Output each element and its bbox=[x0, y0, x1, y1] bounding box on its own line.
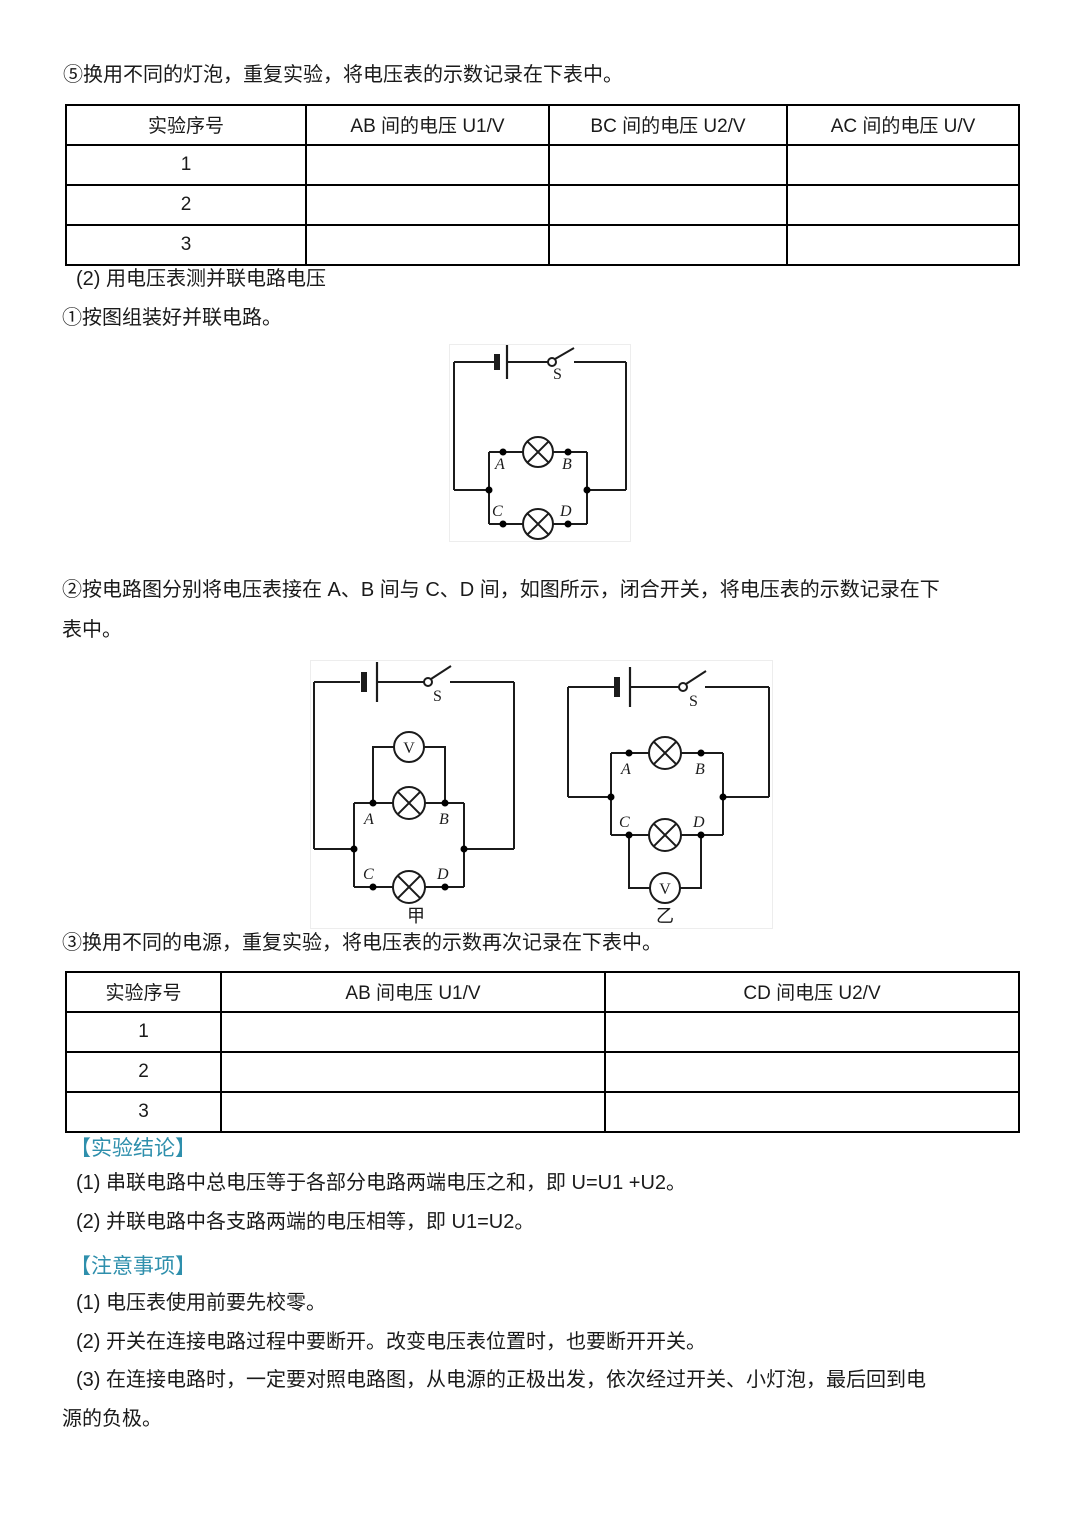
row-number-cell: 3 bbox=[65, 224, 307, 266]
para-step2-line2: 表中。 bbox=[62, 619, 122, 641]
lamp-icon bbox=[392, 870, 426, 904]
empty-data-cell bbox=[305, 144, 550, 186]
voltmeter-label: V bbox=[403, 740, 415, 757]
switch-label: S bbox=[433, 688, 442, 705]
empty-data-cell bbox=[548, 184, 788, 226]
header-cell-u1: AB 间电压 U1/V bbox=[220, 971, 606, 1013]
header-cell-u: AC 间的电压 U/V bbox=[786, 104, 1020, 146]
para-step3: ③换用不同的电源，重复实验，将电压表的示数再次记录在下表中。 bbox=[62, 932, 662, 954]
terminal-c-label: C bbox=[619, 814, 630, 831]
para-step2-line1: ②按电路图分别将电压表接在 A、B 间与 C、D 间，如图所示，闭合开关，将电压… bbox=[62, 579, 940, 601]
empty-data-cell bbox=[305, 224, 550, 266]
figure-caption-yi: 乙 bbox=[656, 906, 674, 926]
figure-voltmeter-circuits: V S A B C D bbox=[310, 660, 773, 929]
switch-label: S bbox=[553, 366, 562, 383]
empty-data-cell bbox=[604, 1011, 1020, 1053]
parallel-circuit-diagram: S A B C D bbox=[453, 345, 627, 540]
note-item3-line1: (3) 在连接电路时，一定要对照电路图，从电源的正极出发，依次经过开关、小灯泡，… bbox=[76, 1369, 926, 1391]
battery-icon bbox=[494, 345, 509, 379]
lamp-icon bbox=[522, 436, 554, 468]
note-item1: (1) 电压表使用前要先校零。 bbox=[76, 1292, 326, 1314]
switch-label: S bbox=[689, 693, 698, 710]
empty-data-cell bbox=[604, 1051, 1020, 1093]
header-cell-u1: AB 间的电压 U1/V bbox=[305, 104, 550, 146]
para-step1: ①按图组装好并联电路。 bbox=[62, 307, 282, 329]
empty-data-cell bbox=[220, 1091, 606, 1133]
terminal-b-label: B bbox=[439, 811, 449, 828]
table-row: 1 bbox=[65, 1011, 1020, 1053]
table-row: 2 bbox=[65, 184, 1020, 226]
table-header-row: 实验序号 AB 间电压 U1/V CD 间电压 U2/V bbox=[65, 971, 1020, 1013]
empty-data-cell bbox=[604, 1091, 1020, 1133]
terminal-d-label: D bbox=[559, 503, 572, 520]
note-item3-line2: 源的负极。 bbox=[62, 1408, 162, 1430]
terminal-b-label: B bbox=[562, 456, 572, 473]
table-row: 3 bbox=[65, 1091, 1020, 1133]
voltmeter-label: V bbox=[659, 881, 671, 898]
terminal-c-label: C bbox=[492, 503, 503, 520]
notes-heading: 【注意事项】 bbox=[70, 1255, 196, 1278]
circuit-wires bbox=[313, 681, 515, 888]
terminal-d-label: D bbox=[692, 814, 705, 831]
circuit-wires bbox=[567, 686, 770, 889]
row-number-cell: 2 bbox=[65, 1051, 222, 1093]
circuit-yi: V S A B C D 乙 bbox=[567, 667, 770, 926]
header-cell-u2: CD 间电压 U2/V bbox=[604, 971, 1020, 1013]
conclusion-heading: 【实验结论】 bbox=[70, 1137, 196, 1160]
header-cell-u2: BC 间的电压 U2/V bbox=[548, 104, 788, 146]
junction-dots bbox=[485, 448, 591, 528]
table-row: 2 bbox=[65, 1051, 1020, 1093]
empty-data-cell bbox=[548, 224, 788, 266]
empty-data-cell bbox=[786, 144, 1020, 186]
empty-data-cell bbox=[305, 184, 550, 226]
note-item2: (2) 开关在连接电路过程中要断开。改变电压表位置时，也要断开开关。 bbox=[76, 1331, 706, 1353]
junction-dots bbox=[607, 749, 727, 839]
junction-dots bbox=[350, 799, 468, 891]
terminal-b-label: B bbox=[695, 761, 705, 778]
circuit-jia: V S A B C D bbox=[313, 662, 515, 926]
conclusion-item2: (2) 并联电路中各支路两端的电压相等，即 U1=U2。 bbox=[76, 1211, 535, 1233]
table-header-row: 实验序号 AB 间的电压 U1/V BC 间的电压 U2/V AC 间的电压 U… bbox=[65, 104, 1020, 146]
conclusion-item1: (1) 串联电路中总电压等于各部分电路两端电压之和，即 U=U1 +U2。 bbox=[76, 1172, 687, 1194]
terminal-a-label: A bbox=[620, 761, 631, 778]
lamp-icon bbox=[648, 736, 682, 770]
terminal-a-label: A bbox=[363, 811, 374, 828]
voltage-table-series: 实验序号 AB 间的电压 U1/V BC 间的电压 U2/V AC 间的电压 U… bbox=[65, 104, 1020, 266]
header-cell-index: 实验序号 bbox=[65, 104, 307, 146]
row-number-cell: 3 bbox=[65, 1091, 222, 1133]
terminal-a-label: A bbox=[494, 456, 505, 473]
empty-data-cell bbox=[548, 144, 788, 186]
row-number-cell: 1 bbox=[65, 1011, 222, 1053]
voltmeter-icon: V bbox=[393, 731, 425, 763]
table-row: 3 bbox=[65, 224, 1020, 266]
lamp-icon bbox=[392, 786, 426, 820]
battery-icon bbox=[361, 662, 379, 702]
voltmeter-icon: V bbox=[649, 872, 681, 904]
battery-icon bbox=[614, 667, 632, 707]
figure-parallel-circuit: S A B C D bbox=[449, 344, 631, 542]
switch-icon bbox=[547, 347, 575, 367]
switch-icon bbox=[423, 665, 452, 687]
row-number-cell: 1 bbox=[65, 144, 307, 186]
lamp-icon bbox=[648, 818, 682, 852]
lamp-icon bbox=[522, 508, 554, 540]
empty-data-cell bbox=[220, 1011, 606, 1053]
para-step5: ⑤换用不同的灯泡，重复实验，将电压表的示数记录在下表中。 bbox=[63, 64, 623, 86]
switch-icon bbox=[678, 670, 707, 692]
row-number-cell: 2 bbox=[65, 184, 307, 226]
terminal-c-label: C bbox=[363, 866, 374, 883]
figure-caption-jia: 甲 bbox=[407, 906, 425, 926]
header-cell-index: 实验序号 bbox=[65, 971, 222, 1013]
terminal-d-label: D bbox=[436, 866, 449, 883]
empty-data-cell bbox=[786, 184, 1020, 226]
voltage-table-parallel: 实验序号 AB 间电压 U1/V CD 间电压 U2/V 1 2 3 bbox=[65, 971, 1020, 1133]
voltmeter-circuits-diagram: V S A B C D bbox=[313, 662, 770, 926]
empty-data-cell bbox=[786, 224, 1020, 266]
table-row: 1 bbox=[65, 144, 1020, 186]
para-part2: (2) 用电压表测并联电路电压 bbox=[76, 268, 326, 290]
empty-data-cell bbox=[220, 1051, 606, 1093]
